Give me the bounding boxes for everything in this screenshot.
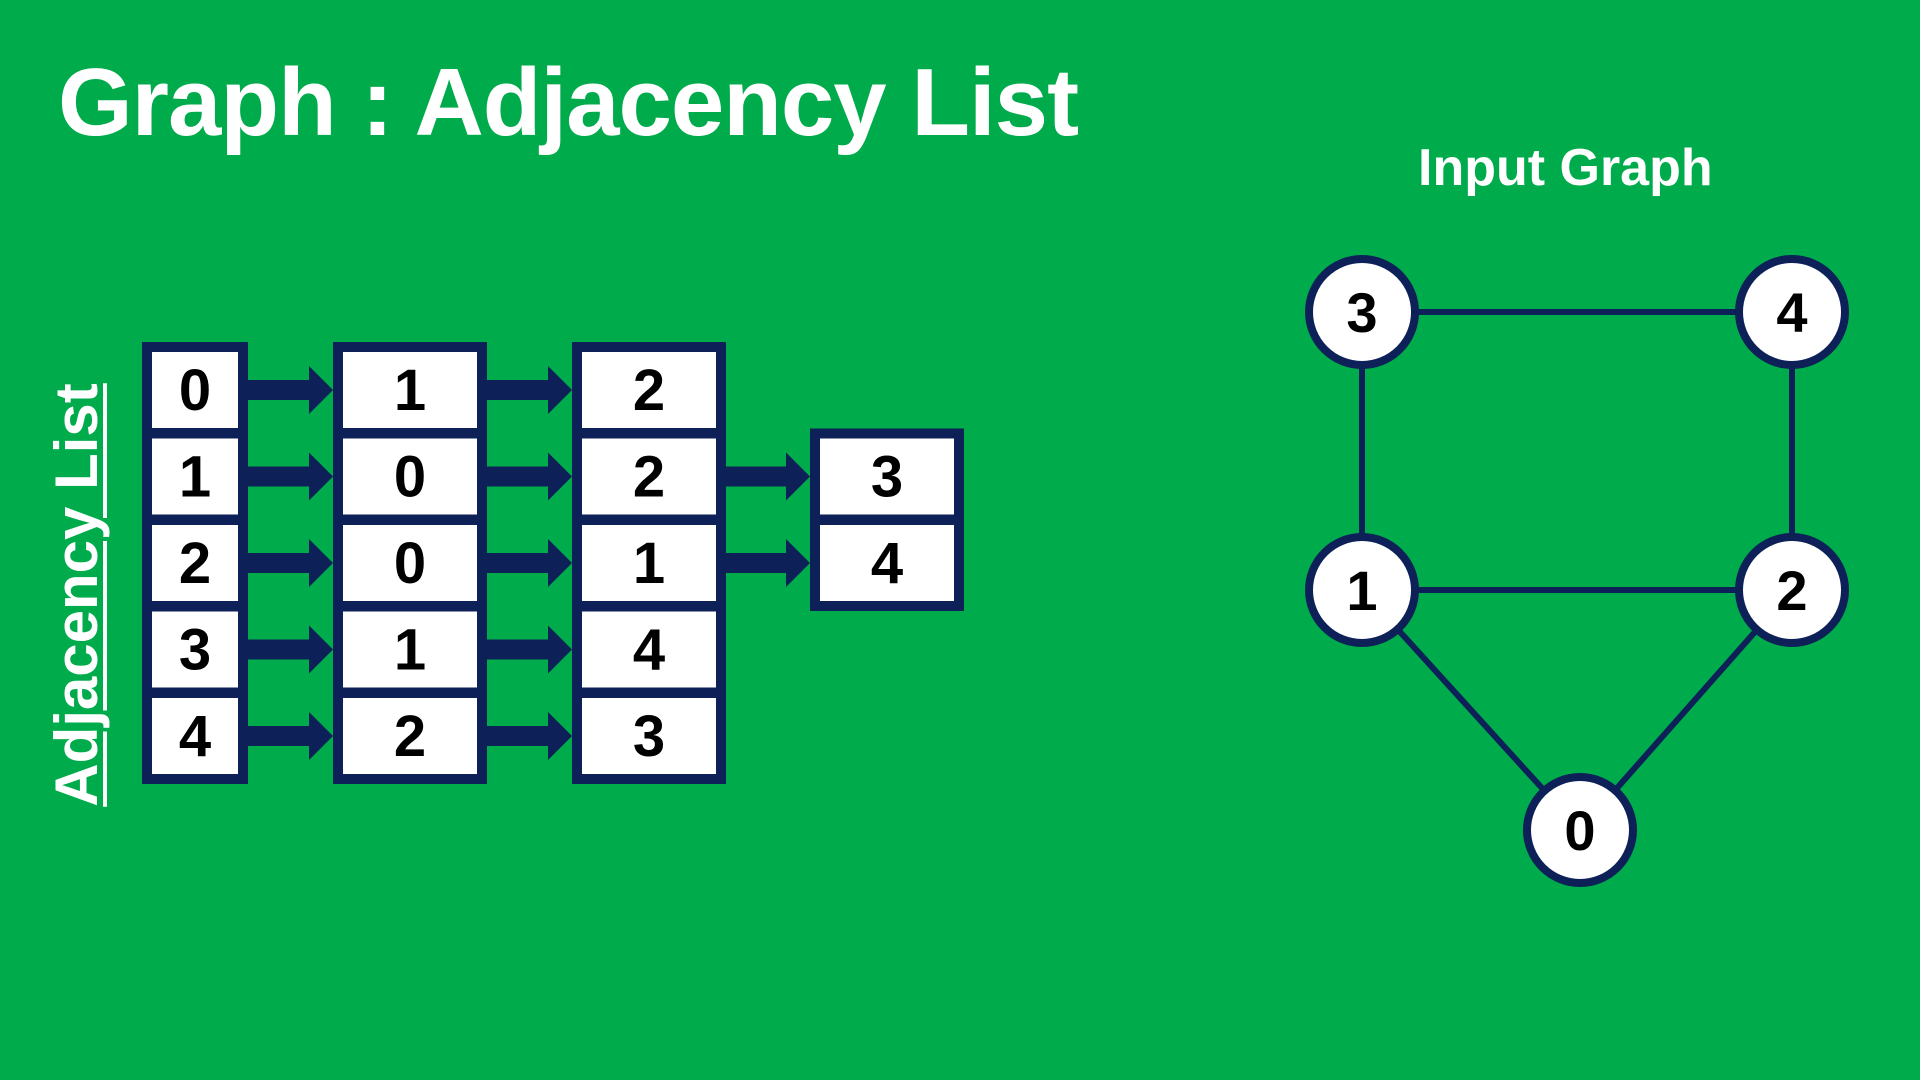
list-head-cell: 1 <box>152 438 238 515</box>
cell-box <box>152 525 238 601</box>
graph-node: 2 <box>1735 533 1849 647</box>
node-label: 4 <box>1776 281 1807 344</box>
cell-value: 3 <box>871 445 903 510</box>
list-node-cell: 1 <box>343 352 477 428</box>
list-node-cell: 1 <box>343 611 477 688</box>
next-pointer-arrow <box>726 452 810 501</box>
graph-node: 4 <box>1735 255 1849 369</box>
cell-box <box>343 698 477 774</box>
next-pointer-arrow <box>248 366 333 414</box>
cell-value: 2 <box>633 358 665 423</box>
list-node-cell: 2 <box>582 352 716 428</box>
cell-box <box>343 438 477 515</box>
next-pointer-arrow <box>248 625 333 674</box>
next-pointer-arrow <box>487 625 572 674</box>
next-pointer-arrow <box>487 539 572 587</box>
next-pointer-arrow <box>487 712 572 760</box>
page-title: Graph : Adjacency List <box>58 49 1079 156</box>
cell-box <box>343 611 477 688</box>
cell-value: 2 <box>633 445 665 510</box>
cell-box <box>152 611 238 688</box>
node-circle <box>1735 533 1849 647</box>
node-circle <box>1305 255 1419 369</box>
cell-box <box>343 525 477 601</box>
list-head-cell: 0 <box>152 352 238 428</box>
node-circle <box>1523 773 1637 887</box>
graph-title: Input Graph <box>1418 139 1713 197</box>
cell-value: 1 <box>394 358 426 423</box>
node-label: 3 <box>1346 281 1377 344</box>
next-pointer-arrow <box>726 539 810 587</box>
list-node-cell: 3 <box>582 698 716 774</box>
node-circle <box>1735 255 1849 369</box>
cell-box <box>820 438 954 515</box>
next-pointer-arrow <box>487 452 572 501</box>
next-pointer-arrow <box>487 366 572 414</box>
list-node-cell: 0 <box>343 525 477 601</box>
cell-value: 4 <box>633 618 665 683</box>
list-head-cell: 2 <box>152 525 238 601</box>
cell-box <box>582 698 716 774</box>
cell-box <box>152 352 238 428</box>
next-pointer-arrow <box>248 539 333 587</box>
cell-box <box>343 352 477 428</box>
list-node-cell: 4 <box>820 525 954 601</box>
cell-value: 4 <box>871 531 903 596</box>
cell-box <box>820 525 954 601</box>
next-pointer-arrow <box>248 452 333 501</box>
list-node-cell: 0 <box>343 438 477 515</box>
list-node-cell: 4 <box>582 611 716 688</box>
cell-box <box>582 611 716 688</box>
node-circle <box>1305 533 1419 647</box>
cell-value: 1 <box>633 531 665 596</box>
cell-value: 0 <box>394 445 426 510</box>
cell-value: 2 <box>394 704 426 769</box>
cell-value: 4 <box>179 704 211 769</box>
graph-node: 3 <box>1305 255 1419 369</box>
cell-value: 1 <box>394 618 426 683</box>
cell-value: 0 <box>179 358 211 423</box>
list-head-cell: 4 <box>152 698 238 774</box>
cell-box <box>152 438 238 515</box>
cell-box <box>152 698 238 774</box>
graph-node: 1 <box>1305 533 1419 647</box>
cell-value: 0 <box>394 531 426 596</box>
graph-node: 0 <box>1523 773 1637 887</box>
cell-value: 3 <box>179 618 211 683</box>
list-node-cell: 2 <box>582 438 716 515</box>
cell-box <box>582 525 716 601</box>
list-node-cell: 3 <box>820 438 954 515</box>
node-label: 0 <box>1564 799 1595 862</box>
list-head-cell: 3 <box>152 611 238 688</box>
node-label: 2 <box>1776 559 1807 622</box>
next-pointer-arrow <box>248 712 333 760</box>
cell-value: 1 <box>179 445 211 510</box>
list-node-cell: 1 <box>582 525 716 601</box>
cell-value: 2 <box>179 531 211 596</box>
cell-box <box>582 438 716 515</box>
node-label: 1 <box>1346 559 1377 622</box>
cell-box <box>582 352 716 428</box>
list-node-cell: 2 <box>343 698 477 774</box>
cell-value: 3 <box>633 704 665 769</box>
